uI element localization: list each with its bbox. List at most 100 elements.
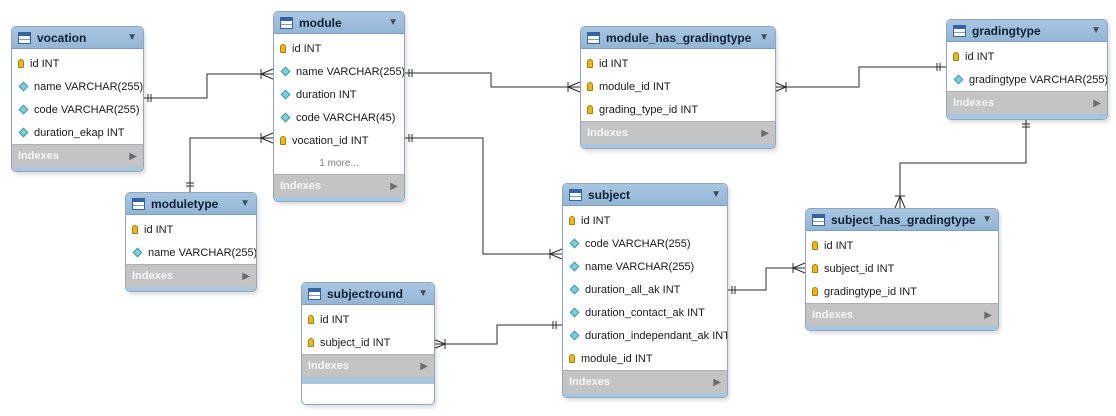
column-label: vocation_id INT [292, 134, 369, 147]
collapse-triangle-icon[interactable]: ▼ [982, 214, 992, 225]
key-icon [18, 59, 24, 68]
column-row[interactable]: id INT [563, 209, 727, 232]
column-row[interactable]: id INT [12, 52, 143, 75]
collapse-triangle-icon[interactable]: ▼ [240, 198, 250, 209]
relationship-subject-subject_has_gradingtype[interactable] [726, 262, 806, 294]
entity-header[interactable]: subject▼ [563, 184, 727, 206]
column-row[interactable]: vocation_id INT [274, 129, 404, 152]
column-row[interactable]: id INT [274, 37, 404, 60]
expand-arrow-icon[interactable]: ▶ [984, 309, 992, 321]
entity-subjectround[interactable]: subjectround▼ id INT subject_id INT Indexes… [301, 282, 435, 405]
column-label: duration_ekap INT [34, 126, 125, 139]
entity-module-has-gradingtype[interactable]: module_has_gradingtype▼id INT module_id I… [580, 26, 776, 149]
expand-arrow-icon[interactable]: ▶ [420, 360, 428, 372]
column-row[interactable]: id INT [581, 52, 775, 75]
column-row[interactable]: duration_contact_ak INT [563, 301, 727, 324]
column-diamond-icon [18, 81, 29, 92]
indexes-section[interactable]: Indexes▶ [563, 370, 727, 393]
entity-header[interactable]: subject_has_gradingtype▼ [806, 209, 998, 231]
column-diamond-icon [18, 104, 29, 115]
indexes-section[interactable]: Indexes ▶ [302, 354, 434, 377]
column-row[interactable]: duration_ekap INT [12, 121, 143, 144]
entity-header[interactable]: subjectround▼ [302, 283, 434, 305]
column-row[interactable]: name VARCHAR(255) [563, 255, 727, 278]
column-row[interactable]: code VARCHAR(255) [12, 98, 143, 121]
key-icon [812, 264, 818, 273]
column-row[interactable]: subject_id INT [302, 331, 434, 354]
entity-title: moduletype [151, 196, 219, 211]
expand-arrow-icon[interactable]: ▶ [390, 180, 398, 192]
key-icon [569, 354, 575, 363]
expand-arrow-icon[interactable]: ▶ [1093, 97, 1101, 109]
column-diamond-icon [569, 284, 580, 295]
column-list: id INT subject_id INT [302, 305, 434, 354]
entity-header[interactable]: module▼ [274, 12, 404, 34]
collapse-triangle-icon[interactable]: ▼ [711, 189, 721, 200]
relationship-module-module_has_gradingtype[interactable] [403, 69, 581, 93]
collapse-triangle-icon[interactable]: ▼ [418, 288, 428, 299]
relationship-vocation-module[interactable] [142, 68, 274, 102]
entity-header[interactable]: module_has_gradingtype▼ [581, 27, 775, 49]
column-row[interactable]: code VARCHAR(45) [274, 106, 404, 129]
column-row[interactable]: id INT [126, 218, 256, 241]
indexes-section[interactable]: Indexes▶ [581, 121, 775, 144]
collapse-triangle-icon[interactable]: ▼ [759, 32, 769, 43]
collapse-triangle-icon[interactable]: ▼ [1091, 25, 1101, 36]
column-row[interactable]: duration_all_ak INT [563, 278, 727, 301]
column-label: gradingtype VARCHAR(255) [969, 73, 1108, 86]
key-icon [587, 59, 593, 68]
column-label: id INT [599, 57, 629, 70]
entity-header[interactable]: gradingtype▼ [947, 20, 1107, 42]
entity-module[interactable]: module▼ id INT name VARCHAR(255) duration I… [273, 11, 405, 202]
column-row[interactable]: name VARCHAR(255) [12, 75, 143, 98]
expand-arrow-icon[interactable]: ▶ [713, 376, 721, 388]
column-row[interactable]: subject_id INT [806, 257, 998, 280]
column-row[interactable]: name VARCHAR(255) [126, 241, 256, 264]
entity-header[interactable]: vocation ▼ [12, 27, 143, 49]
entity-title: vocation [37, 30, 87, 45]
collapse-triangle-icon[interactable]: ▼ [127, 32, 137, 43]
entity-footer [581, 144, 775, 148]
more-columns-link[interactable]: 1 more... [319, 157, 359, 169]
column-row[interactable]: grading_type_id INT [581, 98, 775, 121]
indexes-label: Indexes [308, 360, 349, 372]
column-row[interactable]: module_id INT [563, 347, 727, 370]
relationship-gradingtype-module_has_gradingtype[interactable] [773, 63, 946, 93]
column-row[interactable]: code VARCHAR(255) [563, 232, 727, 255]
column-row[interactable]: id INT [806, 234, 998, 257]
relationship-gradingtype-subject_has_gradingtype[interactable] [894, 118, 1030, 209]
column-label: name VARCHAR(255) [296, 65, 405, 78]
relationship-module-subject[interactable] [403, 134, 563, 260]
table-icon [953, 24, 966, 37]
column-label: module_id INT [581, 352, 653, 365]
expand-arrow-icon[interactable]: ▶ [242, 270, 250, 282]
expand-arrow-icon[interactable]: ▶ [129, 150, 137, 162]
indexes-section[interactable]: Indexes▶ [126, 264, 256, 287]
column-row[interactable]: gradingtype_id INT [806, 280, 998, 303]
column-diamond-icon [569, 261, 580, 272]
expand-arrow-icon[interactable]: ▶ [761, 127, 769, 139]
entity-header[interactable]: moduletype ▼ [126, 193, 256, 215]
column-label: subject_id INT [320, 336, 391, 349]
column-row[interactable]: name VARCHAR(255) [274, 60, 404, 83]
relationship-subject-subjectround[interactable] [432, 321, 562, 350]
relationship-moduletype-module[interactable] [186, 132, 274, 192]
entity-gradingtype[interactable]: gradingtype▼ id INT gradingtype VARCHAR(25… [946, 19, 1108, 120]
indexes-section[interactable]: Indexes▶ [806, 303, 998, 326]
indexes-section[interactable]: Indexes▶ [12, 144, 143, 167]
column-row[interactable]: id INT [947, 45, 1107, 68]
column-row[interactable]: id INT [302, 308, 434, 331]
column-row[interactable]: module_id INT [581, 75, 775, 98]
column-row[interactable]: duration_independant_ak INT [563, 324, 727, 347]
collapse-triangle-icon[interactable]: ▼ [388, 17, 398, 28]
column-row[interactable]: duration INT [274, 83, 404, 106]
entity-footer [302, 377, 434, 384]
column-row[interactable]: gradingtype VARCHAR(255) [947, 68, 1107, 91]
indexes-section[interactable]: Indexes▶ [947, 91, 1107, 114]
indexes-section[interactable]: Indexes▶ [274, 174, 404, 197]
entity-footer [806, 326, 998, 330]
